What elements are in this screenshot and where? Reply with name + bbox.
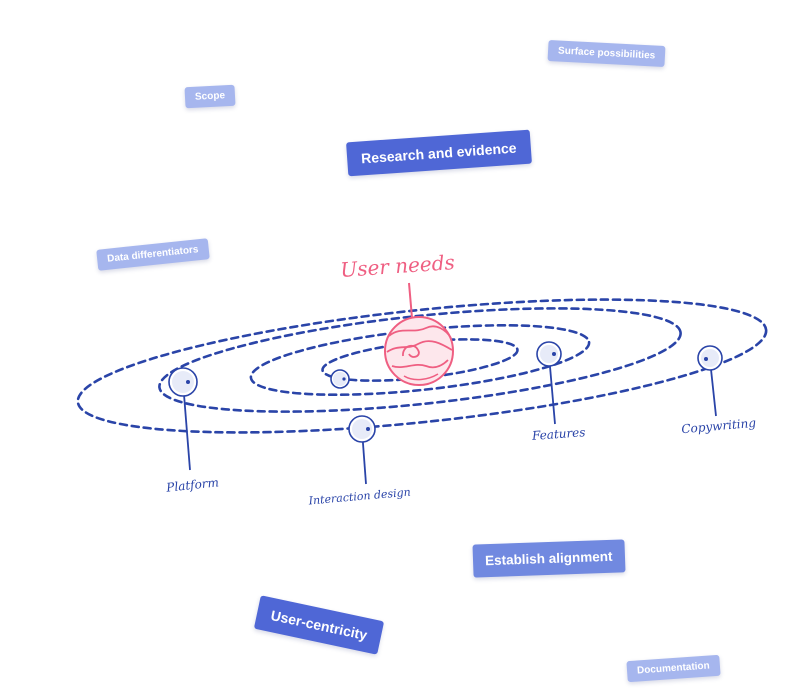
- center-label-leader: [409, 283, 412, 318]
- center-label: User needs: [340, 250, 456, 282]
- platform-label: Platform: [165, 475, 220, 495]
- planet-interaction-design: [349, 416, 375, 484]
- features-label: Features: [531, 425, 586, 443]
- planet-copywriting: [698, 346, 722, 416]
- interaction-design-label: Interaction design: [307, 486, 411, 508]
- inner-planet: [331, 370, 349, 388]
- planet-platform: [169, 368, 197, 470]
- center-planet: [385, 317, 453, 385]
- copywriting-label: Copywriting: [681, 416, 757, 436]
